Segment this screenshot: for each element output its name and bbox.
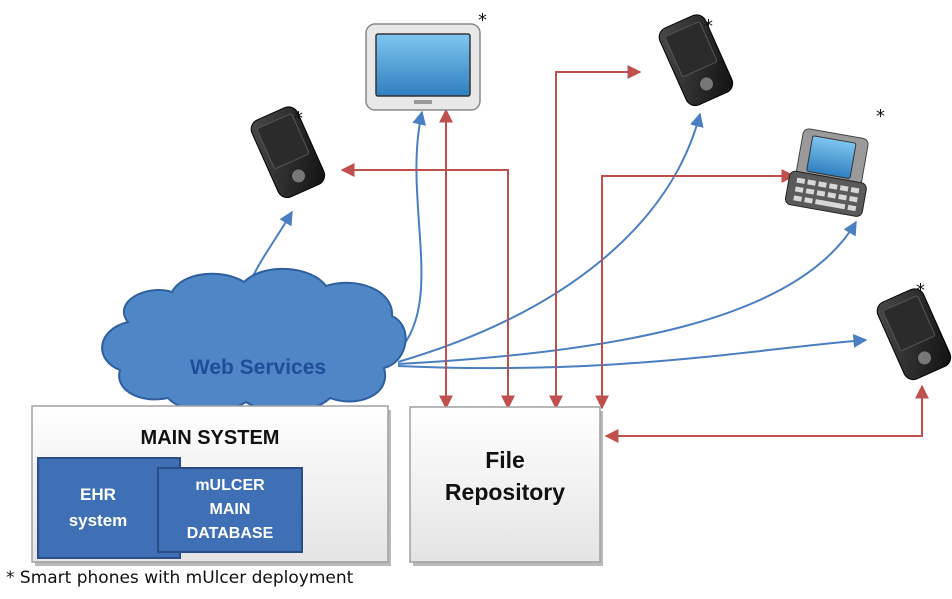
web-services-cloud: Web Services xyxy=(101,267,407,413)
ehr-line1: EHR xyxy=(80,485,116,504)
link-repo-phone-right xyxy=(604,384,929,443)
smartphone-right xyxy=(876,288,952,381)
red-links xyxy=(340,65,929,443)
link-repo-phone-left xyxy=(340,163,515,410)
phone-right-star: * xyxy=(916,280,925,301)
footnote: * Smart phones with mUlcer deployment xyxy=(6,568,354,588)
smartphone-left xyxy=(250,106,326,199)
link-ws-phone-top-right xyxy=(397,112,704,363)
link-ws-phone-right xyxy=(397,333,868,370)
main-system-title: MAIN SYSTEM xyxy=(141,427,280,449)
ehr-system-box: EHR system xyxy=(37,457,181,559)
phone-left-star: * xyxy=(294,108,303,129)
db-line3: DATABASE xyxy=(187,525,274,542)
repository-line1: File xyxy=(485,447,525,473)
slider-phone-device xyxy=(784,128,869,217)
smartphone-top-right xyxy=(658,14,734,107)
ehr-line2: system xyxy=(69,511,128,530)
main-system-box: MAIN SYSTEM EHR system mULCER MAIN DATAB… xyxy=(31,405,391,566)
slider-phone-star: * xyxy=(876,106,885,127)
link-ws-slider-phone xyxy=(397,220,857,365)
phone-top-right-star: * xyxy=(704,16,713,37)
repository-line2: Repository xyxy=(445,479,565,505)
link-ws-tablet xyxy=(397,110,427,353)
link-repo-phone-top-right xyxy=(549,65,642,410)
mulcer-database-box: mULCER MAIN DATABASE xyxy=(157,467,303,553)
db-line2: MAIN xyxy=(210,501,251,518)
tablet-star: * xyxy=(478,10,487,31)
file-repository-box: File Repository xyxy=(409,406,603,566)
link-repo-slider-phone xyxy=(595,169,796,410)
tablet-device: * xyxy=(365,10,487,111)
db-line1: mULCER xyxy=(195,477,265,494)
web-services-label: Web Services xyxy=(190,356,326,379)
